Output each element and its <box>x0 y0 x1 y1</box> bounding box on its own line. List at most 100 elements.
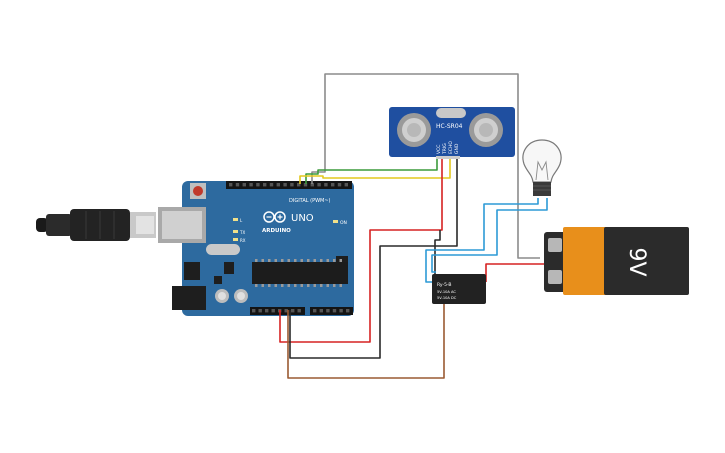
header-pin-hole <box>332 309 337 313</box>
chip-pin <box>300 259 303 262</box>
header-pin-hole <box>284 309 288 313</box>
header-pin-hole <box>291 309 295 313</box>
header-pin-hole <box>258 309 262 313</box>
header-pin-hole <box>317 183 321 187</box>
arduino-logo-icon <box>263 211 286 223</box>
chip-pin <box>255 284 258 287</box>
header-pin-hole <box>229 183 233 187</box>
sensor-pin-label: TRIG <box>442 143 448 155</box>
blue-wire-2[interactable] <box>431 198 548 273</box>
tx-led-label: TX <box>239 230 245 235</box>
chip-pin <box>255 259 258 262</box>
header-pin-hole <box>269 183 274 187</box>
header-pin-hole <box>271 309 275 313</box>
header-pin-hole <box>297 183 301 187</box>
sensor-pin-label: GND <box>454 143 460 154</box>
battery-9v: 9V <box>544 227 689 295</box>
chip-pin <box>268 259 271 262</box>
black-wire-relay[interactable] <box>434 230 441 284</box>
chip-pin <box>307 284 310 287</box>
chip-pin <box>268 284 271 287</box>
light-bulb-icon <box>522 139 562 196</box>
header-pin-hole <box>252 309 256 313</box>
header-pin-hole <box>283 183 287 187</box>
relay-label-1: Ry-5-B <box>437 282 452 288</box>
chip-pin <box>313 284 316 287</box>
chip-pin <box>294 284 297 287</box>
header-pin-hole <box>265 309 269 313</box>
header-pin-hole <box>276 183 280 187</box>
chip-pin <box>274 259 277 262</box>
chip-pin <box>294 259 297 262</box>
header-pin-hole <box>249 183 253 187</box>
header-pin-hole <box>331 183 335 187</box>
sensor-pin-label: VCC <box>436 145 442 154</box>
chip-pin <box>261 284 264 287</box>
chip-pin <box>333 259 336 262</box>
blue-wire-1[interactable] <box>425 198 539 283</box>
arduino-uno-board: ARDUINO UNO DIGITAL (PWM~) POWER ANALOG … <box>158 181 354 325</box>
header-pin-hole <box>313 309 317 313</box>
ultrasonic-sensor: HC-SR04 VCC TRIG ECHO GND <box>389 107 515 159</box>
chip-pin <box>326 284 329 287</box>
chip-pin <box>339 284 342 287</box>
chip-pin <box>287 259 290 262</box>
chip-pins <box>255 259 342 287</box>
chip-pin <box>326 259 329 262</box>
gray-wire[interactable] <box>311 73 540 259</box>
wires <box>279 73 548 379</box>
power-jack <box>172 286 206 310</box>
chip-pin <box>287 284 290 287</box>
header-pin-hole <box>303 183 308 187</box>
yellow-wire[interactable] <box>299 148 451 184</box>
chip-pin <box>281 284 284 287</box>
red-wire-battery[interactable] <box>485 263 544 282</box>
digital-header-label: DIGITAL (PWM~) <box>289 198 331 204</box>
black-wire-sensor[interactable] <box>289 148 458 359</box>
chip-pin <box>313 259 316 262</box>
header-pin-hole <box>344 183 348 187</box>
reset-button[interactable] <box>193 186 203 196</box>
power-header <box>250 307 305 315</box>
sensor-model-text: HC-SR04 <box>436 123 463 130</box>
header-pin-hole <box>290 183 294 187</box>
analog-header-label: ANALOG IN <box>318 319 343 325</box>
header-pin-hole <box>339 309 343 313</box>
relay-module: Ry-5-B 5V-10A AC 5V-10A DC <box>432 274 486 304</box>
battery-label: 9V <box>624 247 649 276</box>
chip-pin <box>339 259 342 262</box>
header-pin-hole <box>297 309 301 313</box>
analog-header <box>310 307 353 315</box>
chip-pin <box>281 259 284 262</box>
digital-header <box>226 181 352 189</box>
chip-pin <box>333 284 336 287</box>
chip-pin <box>320 284 323 287</box>
header-pin-hole <box>326 309 330 313</box>
red-wire-sensor[interactable] <box>279 148 443 343</box>
header-pin-hole <box>242 183 246 187</box>
header-pin-hole <box>263 183 267 187</box>
microcontroller-chip <box>252 262 348 284</box>
relay-label-3: 5V-10A DC <box>437 296 457 300</box>
chip-pin <box>300 284 303 287</box>
header-pin-hole <box>319 309 323 313</box>
l-led-label: L <box>240 218 243 223</box>
sensor-pin-label: ECHO <box>448 141 454 154</box>
header-pin-hole <box>256 183 260 187</box>
header-pin-hole <box>235 183 240 187</box>
chip-pin <box>274 284 277 287</box>
usb-cable <box>36 209 156 241</box>
on-led-label: ON <box>340 220 347 226</box>
chip-pin <box>307 259 310 262</box>
header-pin-hole <box>310 183 314 187</box>
arduino-brand-text: ARDUINO <box>262 228 291 234</box>
chip-pin <box>320 259 323 262</box>
arduino-model-text: UNO <box>291 213 314 224</box>
header-pin-hole <box>324 183 328 187</box>
chip-pin <box>261 259 264 262</box>
brown-wire[interactable] <box>287 300 445 379</box>
header-pin-hole <box>346 309 350 313</box>
relay-label-2: 5V-10A AC <box>437 290 456 294</box>
